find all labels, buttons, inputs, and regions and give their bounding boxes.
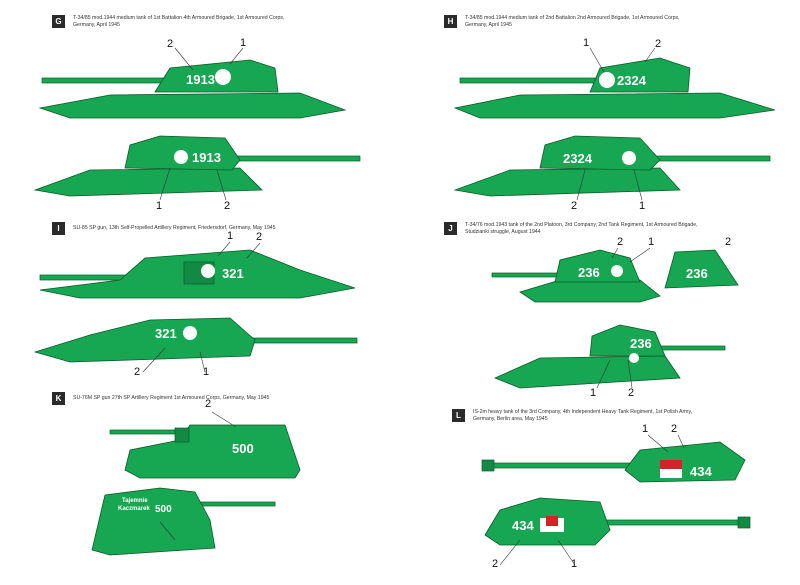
callout-j-top-a: 2 <box>617 236 624 248</box>
t34-76-number-left: 236 <box>578 265 600 280</box>
panel-letter-j: J <box>444 222 457 235</box>
t34-76-hatch: 236 <box>664 249 739 289</box>
callout-h-bottom-a: 2 <box>571 200 578 212</box>
t34-76-number-hatch: 236 <box>686 266 708 281</box>
panel-letter-h: H <box>444 15 457 28</box>
callout-g-top-a: 2 <box>167 38 174 50</box>
callout-h-top-a: 1 <box>583 37 590 49</box>
is2-number-right: 434 <box>512 518 534 533</box>
polish-eagle-icon <box>611 265 623 277</box>
polish-eagle-icon <box>215 69 231 85</box>
t34-76-right-side: 236 <box>493 324 726 389</box>
callout-g-bottom-b: 2 <box>224 200 231 212</box>
su76-upper: 500 <box>109 411 301 479</box>
callout-j-hatch: 2 <box>725 236 732 248</box>
panel-i-caption: SU-85 SP gun, 13th Self-Propelled Artill… <box>73 225 276 231</box>
is2-right-side: 434 <box>484 497 751 566</box>
callout-i-bottom-b: 1 <box>203 366 210 378</box>
polish-eagle-icon <box>622 151 636 165</box>
tank-h-right-side: 2324 <box>453 135 771 201</box>
panel-j-caption: T-34/76 mod.1943 tank of the 2nd Platoon… <box>465 222 698 235</box>
panel-letter-g: G <box>52 15 65 28</box>
is2-left-side: 434 <box>481 434 746 483</box>
tank-number-g-left: 1913 <box>186 72 215 87</box>
callout-i-bottom-a: 2 <box>134 366 141 378</box>
su76-slogan-line2: Kaczmarek <box>118 506 150 512</box>
su76-number-lower: 500 <box>155 504 172 515</box>
su85-right-side: 321 <box>33 317 358 373</box>
callout-g-top-b: 1 <box>240 37 247 49</box>
panel-letter-i: I <box>52 222 65 235</box>
panel-h-caption: T-34/85 mod.1944 medium tank of 2nd Batt… <box>465 15 680 28</box>
polish-eagle-icon <box>174 150 188 164</box>
callout-i-top-b: 2 <box>256 231 263 243</box>
callout-j-bottom-b: 2 <box>628 387 635 399</box>
callout-l-top-a: 1 <box>642 423 649 435</box>
callout-i-top-a: 1 <box>227 230 234 242</box>
tank-number-h-left: 2324 <box>617 73 647 88</box>
polish-eagle-icon <box>629 353 639 363</box>
panel-letter-l: L <box>452 409 465 422</box>
tank-number-g-right: 1913 <box>192 150 221 165</box>
polish-eagle-icon <box>599 72 615 88</box>
t34-76-left-side: 236 <box>491 247 661 303</box>
callout-l-top-b: 2 <box>671 423 678 435</box>
panel-l-caption: IS-2m heavy tank of the 3rd Company, 4th… <box>473 409 693 422</box>
callout-h-top-b: 2 <box>655 38 662 50</box>
tank-g-right-side: 1913 <box>33 135 361 201</box>
su85-number-right: 321 <box>155 326 177 341</box>
tank-number-h-right: 2324 <box>563 151 593 166</box>
callout-j-top-b: 1 <box>648 236 655 248</box>
su85-left-side: 321 <box>39 241 356 299</box>
polish-eagle-icon <box>201 264 215 278</box>
su76-number-upper: 500 <box>232 441 254 456</box>
panel-k-caption: SU-76M SP gun 27th SP Artillery Regiment… <box>73 395 270 401</box>
su76-slogan-line1: Tajemnie <box>122 498 148 504</box>
callout-g-bottom-a: 1 <box>156 200 163 212</box>
callout-l-bottom-a: 2 <box>492 558 499 570</box>
su76-lower: Tajemnie Kaczmarek 500 <box>91 487 276 556</box>
callout-k-top: 2 <box>205 398 212 410</box>
is2-number-left: 434 <box>690 464 712 479</box>
callout-j-bottom-a: 1 <box>590 387 597 399</box>
callout-h-bottom-b: 1 <box>639 200 646 212</box>
su85-number-left: 321 <box>222 266 244 281</box>
panel-letter-k: K <box>52 392 65 405</box>
tank-h-left-side: 2324 <box>453 47 776 119</box>
tank-g-left-side: 1913 <box>38 47 347 119</box>
t34-76-number-right: 236 <box>630 336 652 351</box>
polish-eagle-icon <box>183 326 197 340</box>
panel-g-caption: T-34/85 mod.1944 medium tank of 1st Batt… <box>73 15 285 28</box>
